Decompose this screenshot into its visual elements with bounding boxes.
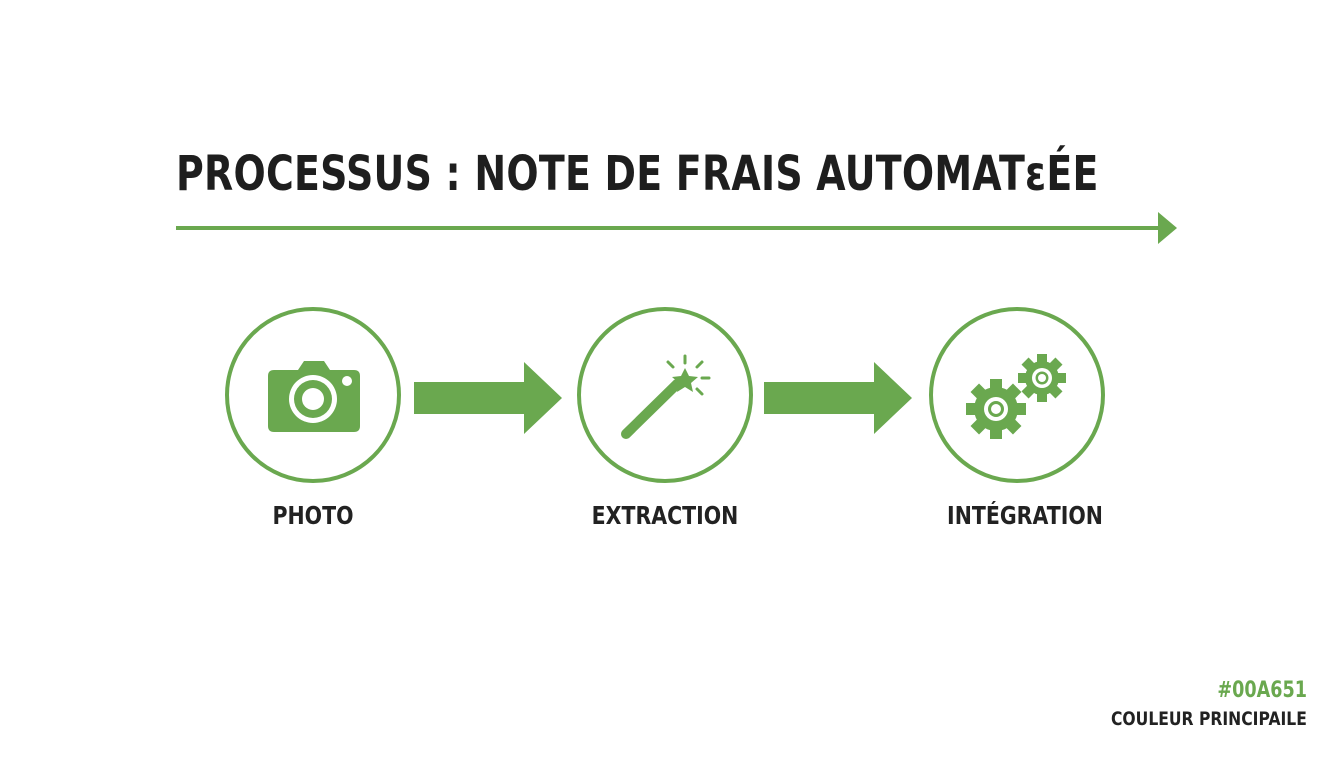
- color-hex-code: #00A651: [1217, 678, 1307, 703]
- color-caption: COULEUR PRINCIPAILE: [1111, 708, 1307, 730]
- step-label-photo: PHOTO: [272, 501, 354, 530]
- magic-wand-icon: [621, 354, 711, 439]
- camera-icon: [268, 361, 360, 432]
- step-circle-photo: [225, 307, 401, 483]
- timeline-arrow: [176, 212, 1177, 244]
- step-label-extraction: EXTRACTION: [591, 501, 739, 530]
- gears-icon: [966, 354, 1066, 439]
- page-title: PROCESSUS : NOTE DE FRAIS AUTOMATɛÉE: [176, 146, 1099, 202]
- connector-arrow-2: [764, 362, 912, 434]
- step-label-integration: INTÉGRATION: [947, 501, 1103, 530]
- step-circle-integration: [929, 307, 1105, 483]
- step-circle-extraction: [577, 307, 753, 483]
- connector-arrow-1: [414, 362, 562, 434]
